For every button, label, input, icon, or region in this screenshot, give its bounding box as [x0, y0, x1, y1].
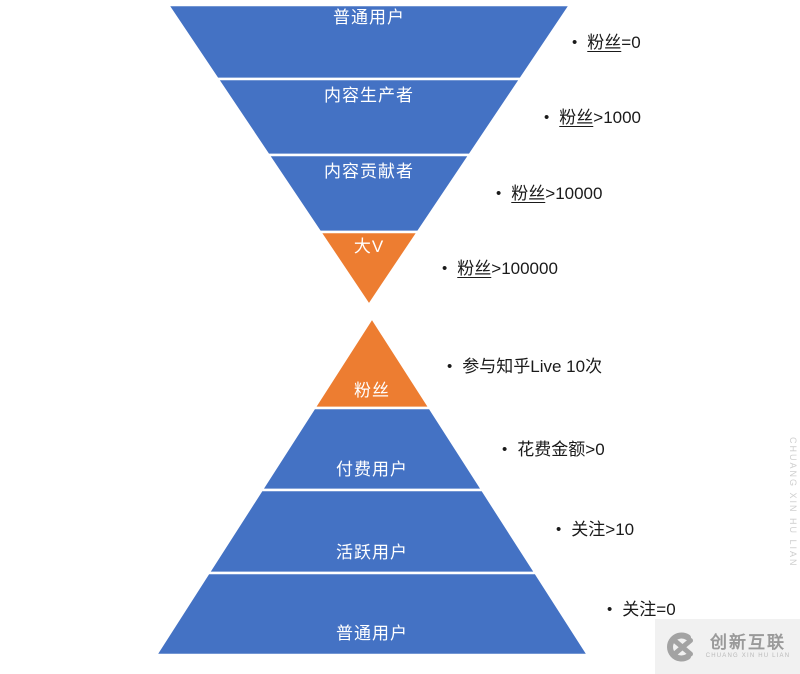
bullet-icon: • [607, 601, 613, 618]
bullet-icon: • [442, 260, 448, 277]
criterion-spend-gt-0: •花费金额>0 [502, 437, 605, 463]
segment-label-big-v: 大V [353, 237, 385, 256]
bullet-icon: • [447, 358, 453, 375]
segment-label-normal-user-top: 普通用户 [333, 8, 405, 27]
bullet-icon: • [544, 109, 550, 126]
watermark-brand-name: 创新互联 [709, 632, 786, 652]
bullet-icon: • [502, 441, 508, 458]
bullet-icon: • [556, 521, 562, 538]
funnel-segment-big-v [317, 230, 421, 308]
bullet-icon: • [572, 34, 578, 51]
watermark-brand-latin: CHUANG XIN HU LIAN [705, 652, 791, 659]
criterion-fans-gt-100000: •粉丝>100000 [442, 256, 558, 282]
segment-label-paying-user: 付费用户 [336, 460, 408, 479]
edge-vertical-watermark-text: CHUANG XIN HU LIAN [788, 437, 798, 568]
criterion-fans-gt-1000: •粉丝>1000 [544, 105, 641, 131]
segment-label-fans: 粉丝 [354, 381, 390, 400]
criterion-fans-gt-10000: •粉丝>10000 [496, 181, 602, 207]
criterion-follow-gt-10: •关注>10 [556, 517, 634, 543]
segment-label-content-producer: 内容生产者 [324, 86, 414, 105]
segment-label-active-user: 活跃用户 [336, 543, 408, 562]
chuangxin-logo-icon [666, 632, 693, 661]
segment-label-normal-user-bottom: 普通用户 [336, 624, 408, 643]
watermark-text-column: 创新互联 CHUANG XIN HU LIAN [705, 632, 791, 660]
criterion-fans-equals-0: •粉丝=0 [572, 30, 641, 56]
segment-label-content-contributor: 内容贡献者 [324, 162, 414, 181]
bullet-icon: • [496, 185, 502, 202]
pyramid-segment-normal-user [153, 571, 591, 657]
watermark-badge: 创新互联 CHUANG XIN HU LIAN [655, 619, 800, 674]
criterion-follow-equals-0: •关注=0 [607, 597, 676, 623]
criterion-zhihu-live-10: •参与知乎Live 10次 [447, 354, 602, 380]
